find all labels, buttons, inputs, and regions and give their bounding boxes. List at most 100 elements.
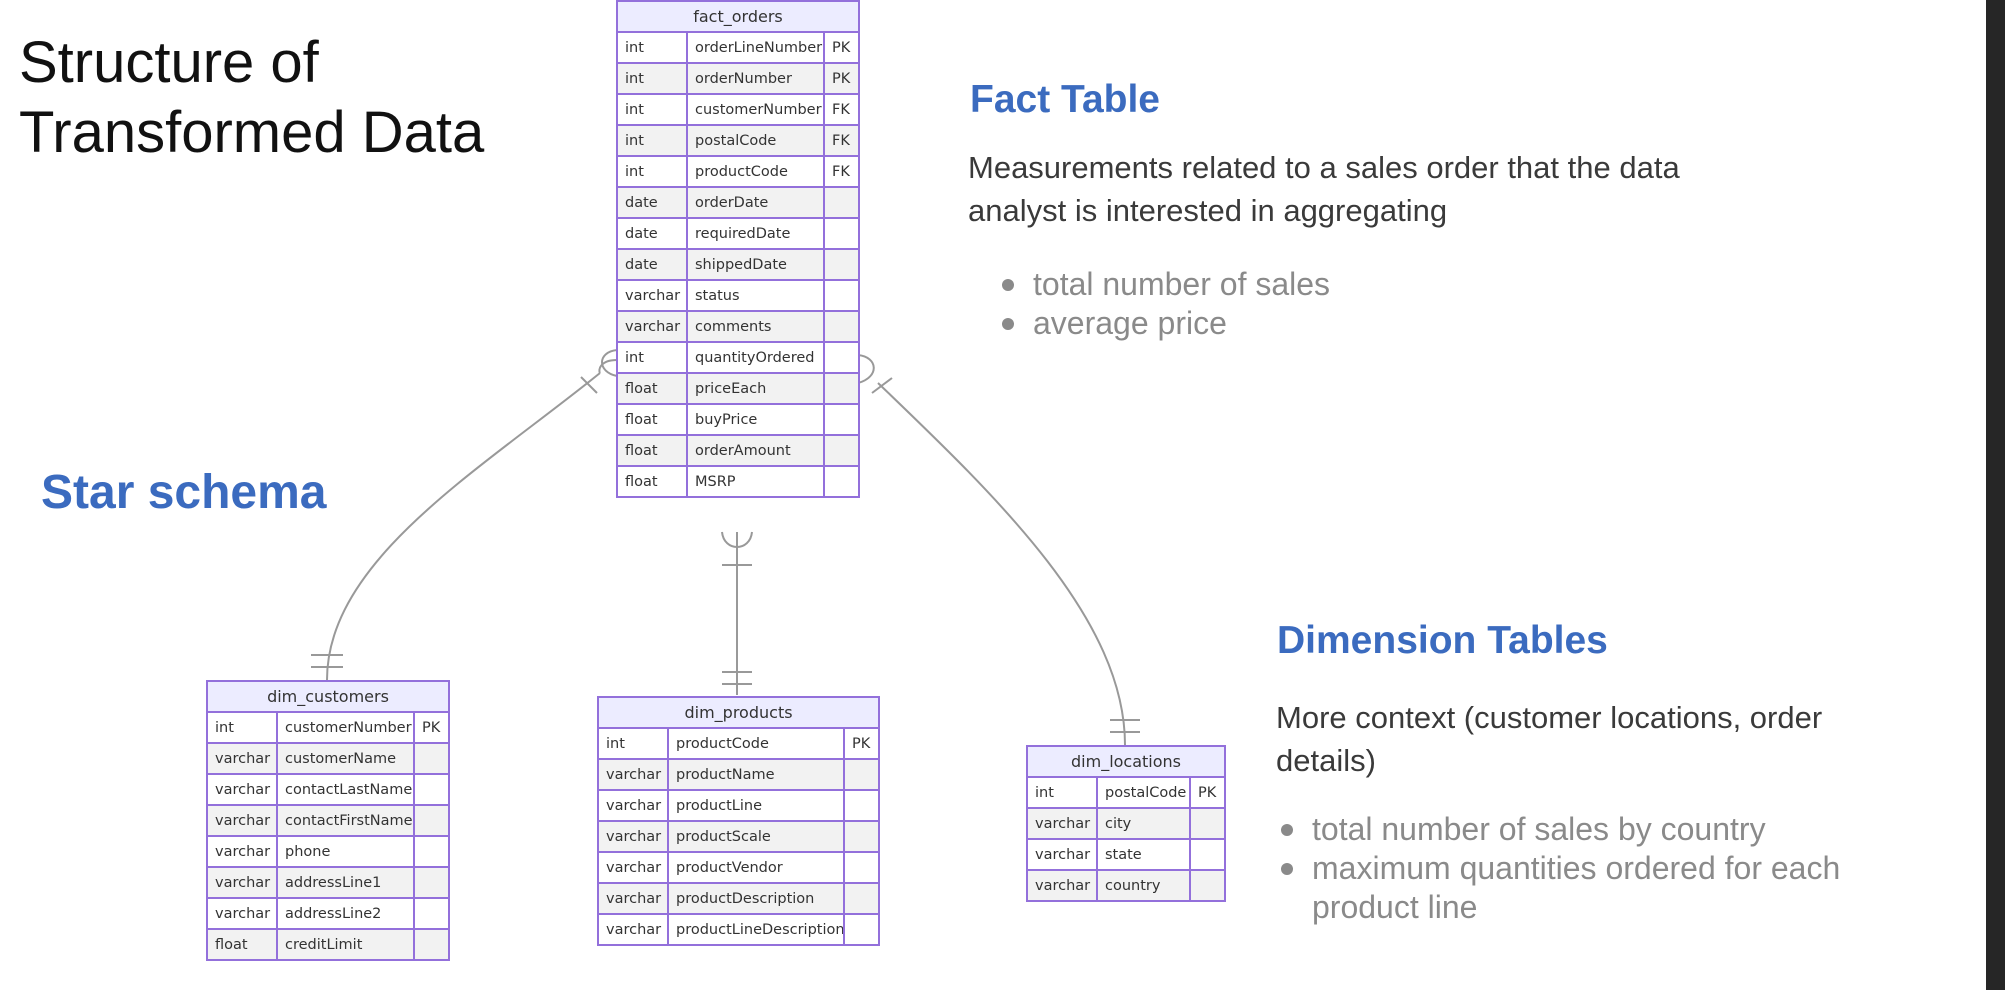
entity-name: dim_customers (205, 680, 451, 713)
fact-bullet: average price (1000, 304, 1330, 343)
attribute-name: contactFirstName (276, 804, 415, 837)
attribute-key (823, 372, 860, 405)
attribute-key (823, 279, 860, 312)
attribute-key (842, 820, 881, 853)
attribute-key: PK (823, 31, 860, 64)
slide-title: Structure of Transformed Data (19, 28, 484, 168)
attribute-type: int (616, 93, 688, 126)
attribute-type: varchar (597, 913, 669, 946)
attribute-name: productVendor (667, 851, 845, 884)
attribute-key: FK (823, 93, 860, 126)
attribute-name: postalCode (1096, 776, 1191, 809)
attribute-key: FK (823, 155, 860, 188)
dimension-description-line-1: More context (customer locations, order (1276, 700, 1823, 735)
many-bar-customers (580, 376, 598, 394)
attribute-name: city (1096, 807, 1191, 840)
attribute-name: creditLimit (276, 928, 415, 961)
attribute-name: state (1096, 838, 1191, 871)
fact-bullet: total number of sales (1000, 265, 1330, 304)
attribute-type: date (616, 217, 688, 250)
fact-bullet-text: total number of sales (1033, 266, 1331, 302)
crow-foot-customers (601, 349, 618, 377)
attribute-type: varchar (597, 851, 669, 884)
attribute-name: country (1096, 869, 1191, 902)
attribute-key (842, 851, 881, 884)
attribute-type: varchar (206, 804, 278, 837)
attribute-name: orderAmount (686, 434, 825, 467)
fact-description-line-2: analyst is interested in aggregating (968, 193, 1448, 228)
attribute-type: int (616, 341, 688, 374)
attribute-key (823, 217, 860, 250)
attribute-name: customerName (276, 742, 415, 775)
attribute-name: productLine (667, 789, 845, 822)
attribute-key (412, 897, 451, 930)
attribute-type: float (616, 372, 688, 405)
attribute-type: int (616, 155, 688, 188)
entity-name: dim_products (596, 696, 881, 729)
attribute-key (823, 434, 860, 467)
attribute-type: int (616, 62, 688, 95)
fact-bullet-text: average price (1033, 305, 1227, 341)
attribute-type: float (616, 403, 688, 436)
attribute-name: phone (276, 835, 415, 868)
attribute-type: varchar (1026, 869, 1098, 902)
dimension-tables-bullets: total number of sales by country maximum… (1279, 810, 1840, 927)
attribute-key (412, 773, 451, 806)
attribute-key (842, 913, 881, 946)
attribute-type: int (616, 31, 688, 64)
entity-name: fact_orders (616, 0, 860, 33)
attribute-type: float (616, 465, 688, 498)
attribute-type: varchar (597, 758, 669, 791)
dimension-tables-description: More context (customer locations, order … (1276, 696, 1822, 782)
attribute-key: PK (823, 62, 860, 95)
attribute-key (1188, 807, 1227, 840)
attribute-type: int (206, 711, 278, 744)
attribute-name: requiredDate (686, 217, 825, 250)
attribute-name: MSRP (686, 465, 825, 498)
attribute-key (412, 742, 451, 775)
relationship-line-locations (877, 382, 1126, 746)
attribute-key (823, 403, 860, 436)
crow-foot-locations (857, 354, 875, 384)
attribute-type: varchar (206, 835, 278, 868)
attribute-type: date (616, 186, 688, 219)
fact-table-description: Measurements related to a sales order th… (968, 146, 1680, 232)
dimension-bullet-text-continued: product line (1312, 889, 1478, 925)
attribute-key (823, 465, 860, 498)
attribute-key (823, 248, 860, 281)
attribute-key (842, 789, 881, 822)
attribute-key (412, 928, 451, 961)
entity-name: dim_locations (1025, 745, 1227, 778)
attribute-type: varchar (597, 789, 669, 822)
attribute-name: postalCode (686, 124, 825, 157)
attribute-name: priceEach (686, 372, 825, 405)
attribute-type: date (616, 248, 688, 281)
dimension-bullet: maximum quantities ordered for each prod… (1279, 849, 1840, 927)
attribute-name: status (686, 279, 825, 312)
attribute-name: productName (667, 758, 845, 791)
